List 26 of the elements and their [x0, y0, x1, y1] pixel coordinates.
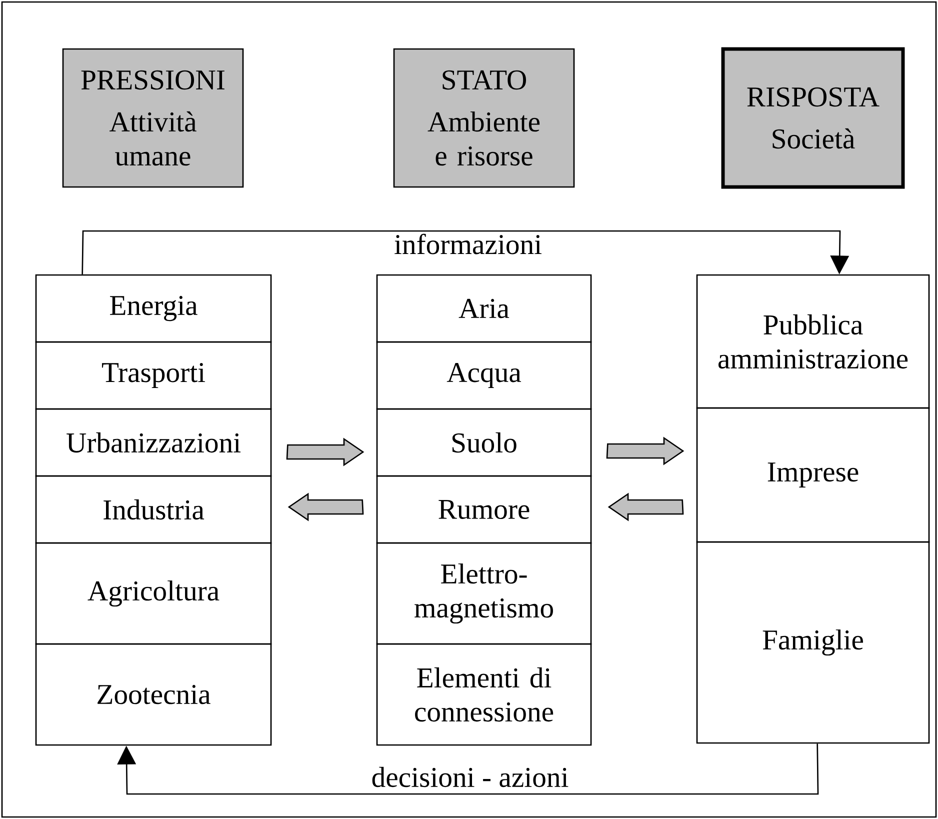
table-cell: Agricoltura [35, 542, 272, 645]
header-box: RISPOSTA Società [721, 47, 905, 189]
arrow [82, 230, 850, 274]
table-cell: Imprese [696, 407, 930, 543]
block-arrow [606, 436, 684, 466]
table-cell: Energia [35, 274, 272, 343]
table-cell: Urbanizzazioni [35, 408, 272, 477]
block-arrow [288, 492, 364, 522]
arrow [117, 744, 819, 795]
header-box: PRESSIONI Attività umane [62, 48, 244, 188]
edge-label: informazioni [392, 232, 544, 256]
table-cell: Elementi di connessione [376, 643, 592, 746]
table-cell: Trasporti [35, 341, 272, 410]
block-arrow [608, 492, 684, 522]
table-cell: Industria [35, 475, 272, 544]
table-cell: Aria [376, 274, 592, 343]
table-cell: Rumore [376, 475, 592, 544]
block-arrow [286, 438, 364, 466]
table-cell: Elettro- magnetismo [376, 542, 592, 645]
header-box: STATO Ambiente e risorse [393, 48, 575, 188]
table-cell: Acqua [376, 341, 592, 410]
table-cell: Famiglie [696, 541, 930, 744]
table-cell: Pubblica amministrazione [696, 274, 930, 409]
edge-label: decisioni - azioni [370, 766, 570, 788]
table-cell: Zootecnia [35, 643, 272, 746]
table-cell: Suolo [376, 408, 592, 477]
